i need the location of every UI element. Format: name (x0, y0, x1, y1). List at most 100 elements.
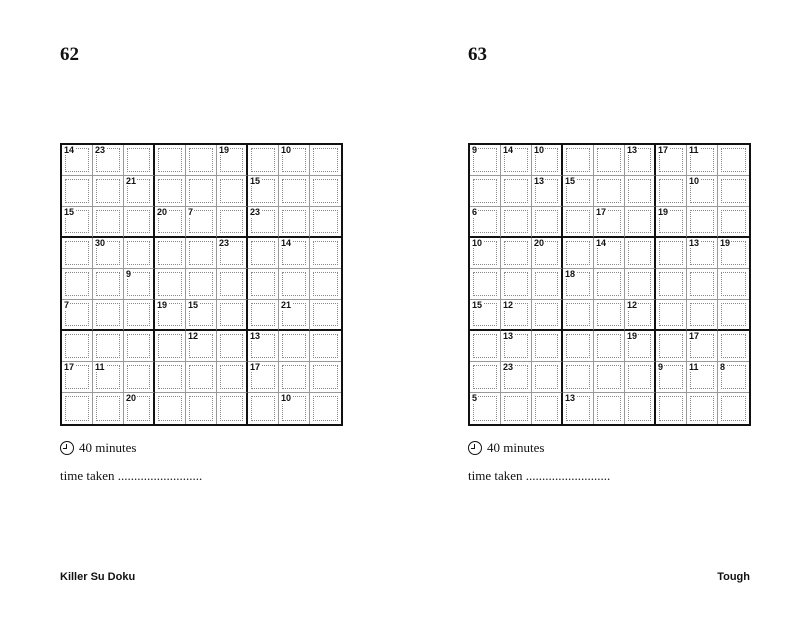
grid-cell[interactable]: 15 (62, 207, 93, 238)
grid-cell[interactable]: 15 (563, 176, 594, 207)
grid-cell[interactable]: 18 (563, 269, 594, 300)
grid-cell[interactable] (310, 393, 341, 424)
grid-cell[interactable] (594, 393, 625, 424)
grid-cell[interactable] (718, 207, 749, 238)
grid-cell[interactable] (625, 362, 656, 393)
grid-cell[interactable]: 10 (279, 145, 310, 176)
grid-cell[interactable] (532, 300, 563, 331)
grid-cell[interactable] (594, 362, 625, 393)
grid-cell[interactable] (563, 145, 594, 176)
grid-cell[interactable] (217, 176, 248, 207)
grid-cell[interactable]: 17 (62, 362, 93, 393)
grid-cell[interactable] (501, 238, 532, 269)
grid-cell[interactable] (217, 362, 248, 393)
grid-cell[interactable]: 12 (186, 331, 217, 362)
grid-cell[interactable]: 21 (279, 300, 310, 331)
grid-cell[interactable]: 20 (532, 238, 563, 269)
grid-cell[interactable] (248, 145, 279, 176)
grid-cell[interactable] (155, 145, 186, 176)
grid-cell[interactable] (656, 300, 687, 331)
grid-cell[interactable] (532, 331, 563, 362)
grid-cell[interactable] (186, 269, 217, 300)
grid-cell[interactable] (563, 300, 594, 331)
grid-cell[interactable] (62, 331, 93, 362)
grid-cell[interactable] (501, 393, 532, 424)
grid-cell[interactable]: 14 (62, 145, 93, 176)
grid-cell[interactable] (155, 331, 186, 362)
grid-cell[interactable] (470, 269, 501, 300)
grid-cell[interactable]: 19 (625, 331, 656, 362)
grid-cell[interactable] (186, 176, 217, 207)
grid-cell[interactable] (532, 362, 563, 393)
grid-cell[interactable] (310, 238, 341, 269)
grid-cell[interactable] (501, 207, 532, 238)
grid-cell[interactable] (155, 269, 186, 300)
grid-cell[interactable] (93, 300, 124, 331)
grid-cell[interactable] (563, 207, 594, 238)
grid-cell[interactable] (718, 393, 749, 424)
grid-cell[interactable] (625, 393, 656, 424)
grid-cell[interactable]: 19 (155, 300, 186, 331)
grid-cell[interactable] (217, 269, 248, 300)
grid-cell[interactable] (563, 238, 594, 269)
grid-cell[interactable] (186, 238, 217, 269)
grid-cell[interactable] (62, 176, 93, 207)
grid-cell[interactable] (217, 331, 248, 362)
grid-cell[interactable] (625, 238, 656, 269)
grid-cell[interactable]: 11 (687, 362, 718, 393)
grid-cell[interactable] (310, 269, 341, 300)
grid-cell[interactable]: 13 (532, 176, 563, 207)
grid-cell[interactable] (93, 393, 124, 424)
grid-cell[interactable] (93, 207, 124, 238)
grid-cell[interactable] (625, 176, 656, 207)
grid-cell[interactable] (279, 331, 310, 362)
grid-cell[interactable] (186, 145, 217, 176)
grid-cell[interactable] (687, 300, 718, 331)
grid-cell[interactable]: 8 (718, 362, 749, 393)
grid-cell[interactable]: 17 (594, 207, 625, 238)
grid-cell[interactable]: 10 (279, 393, 310, 424)
grid-cell[interactable]: 12 (625, 300, 656, 331)
grid-cell[interactable]: 11 (687, 145, 718, 176)
grid-cell[interactable]: 17 (656, 145, 687, 176)
grid-cell[interactable] (625, 207, 656, 238)
grid-cell[interactable]: 10 (687, 176, 718, 207)
grid-cell[interactable] (718, 145, 749, 176)
grid-cell[interactable] (310, 207, 341, 238)
grid-cell[interactable] (93, 176, 124, 207)
grid-cell[interactable] (656, 269, 687, 300)
grid-cell[interactable]: 7 (186, 207, 217, 238)
grid-cell[interactable] (687, 269, 718, 300)
grid-cell[interactable] (62, 238, 93, 269)
grid-cell[interactable] (279, 207, 310, 238)
grid-cell[interactable] (93, 331, 124, 362)
grid-cell[interactable]: 15 (186, 300, 217, 331)
grid-cell[interactable] (217, 300, 248, 331)
grid-cell[interactable] (656, 393, 687, 424)
grid-cell[interactable] (186, 362, 217, 393)
grid-cell[interactable]: 13 (625, 145, 656, 176)
grid-cell[interactable]: 15 (248, 176, 279, 207)
grid-cell[interactable] (563, 362, 594, 393)
grid-cell[interactable] (594, 145, 625, 176)
grid-cell[interactable]: 19 (718, 238, 749, 269)
grid-cell[interactable] (248, 300, 279, 331)
grid-cell[interactable] (532, 269, 563, 300)
grid-cell[interactable] (470, 176, 501, 207)
grid-cell[interactable]: 9 (656, 362, 687, 393)
grid-cell[interactable]: 12 (501, 300, 532, 331)
grid-cell[interactable] (718, 176, 749, 207)
grid-cell[interactable] (279, 176, 310, 207)
grid-cell[interactable] (625, 269, 656, 300)
grid-cell[interactable] (186, 393, 217, 424)
grid-cell[interactable]: 17 (687, 331, 718, 362)
grid-cell[interactable] (501, 176, 532, 207)
grid-cell[interactable]: 10 (532, 145, 563, 176)
grid-cell[interactable]: 19 (217, 145, 248, 176)
grid-cell[interactable] (62, 393, 93, 424)
grid-cell[interactable]: 5 (470, 393, 501, 424)
grid-cell[interactable] (687, 393, 718, 424)
grid-cell[interactable] (217, 207, 248, 238)
grid-cell[interactable]: 23 (217, 238, 248, 269)
grid-cell[interactable] (248, 269, 279, 300)
